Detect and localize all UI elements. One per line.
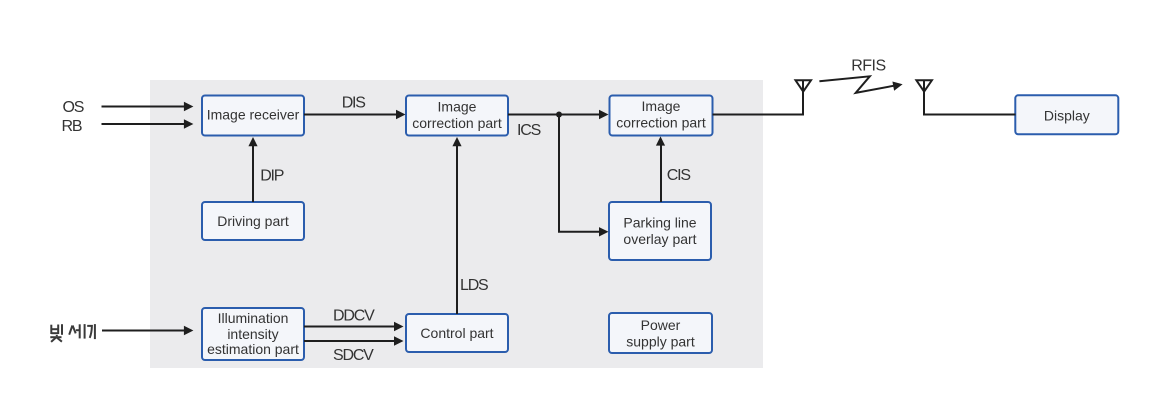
svg-text:RFIS: RFIS: [851, 58, 885, 75]
svg-text:Driving part: Driving part: [217, 213, 289, 229]
svg-text:OS: OS: [63, 99, 84, 116]
svg-text:Parking line: Parking line: [623, 215, 696, 231]
svg-text:RB: RB: [62, 118, 82, 135]
svg-text:estimation part: estimation part: [207, 341, 299, 357]
svg-text:Illumination: Illumination: [218, 310, 289, 326]
svg-text:Power: Power: [641, 317, 681, 333]
svg-text:correction part: correction part: [412, 115, 502, 131]
svg-text:ICS: ICS: [517, 122, 541, 139]
svg-text:CIS: CIS: [667, 167, 691, 184]
svg-text:supply part: supply part: [626, 334, 695, 350]
svg-text:overlay part: overlay part: [623, 231, 696, 247]
svg-text:Image: Image: [642, 98, 681, 114]
svg-text:SDCV: SDCV: [333, 347, 374, 364]
svg-text:Image receiver: Image receiver: [207, 106, 300, 122]
svg-text:LDS: LDS: [460, 277, 488, 294]
svg-text:correction part: correction part: [616, 115, 706, 131]
svg-text:DDCV: DDCV: [333, 308, 375, 325]
svg-text:Control part: Control part: [420, 325, 493, 341]
svg-text:DIP: DIP: [260, 168, 284, 185]
svg-text:Image: Image: [438, 99, 477, 115]
svg-text:intensity: intensity: [227, 326, 278, 342]
svg-text:DIS: DIS: [342, 95, 366, 112]
svg-text:Display: Display: [1044, 107, 1090, 123]
